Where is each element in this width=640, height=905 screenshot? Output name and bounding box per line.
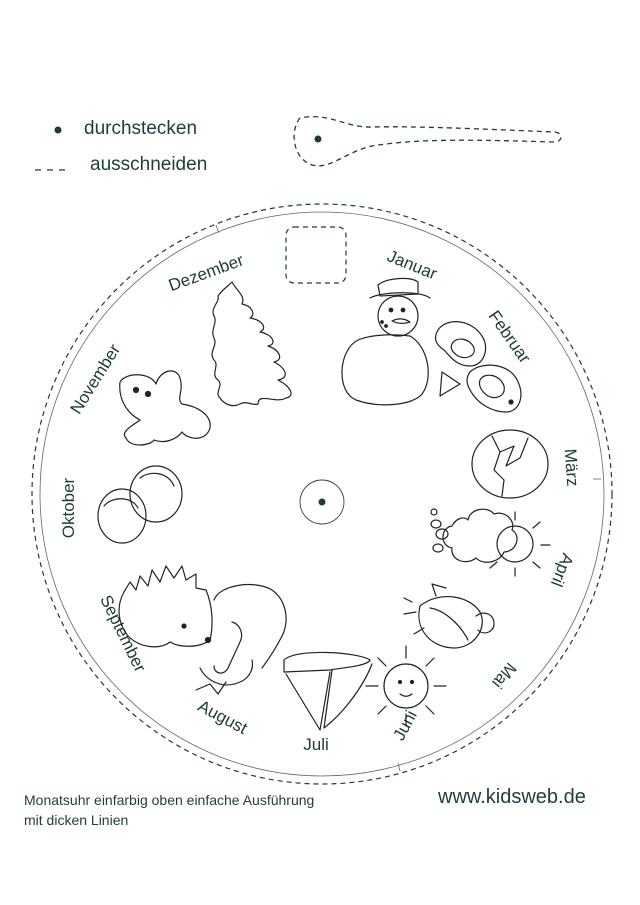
month-label-7: Juli [303,735,329,754]
christmas-tree-icon [211,281,292,407]
clock-hand-cutout [293,116,562,167]
month-label-5: Mai [488,659,520,692]
month-label-8: August [195,696,251,738]
footer-description: Monatsuhr einfarbig oben einfache Ausfüh… [24,790,314,830]
month-label-10: Oktober [59,477,78,538]
month-label-4: April [547,551,577,590]
legend-dot-icon [54,126,62,134]
month-label-12: Dezember [166,250,247,295]
center-dot-icon [318,498,326,506]
april-weather-icon [430,508,551,577]
june-sun-icon [365,645,447,727]
window-cutout [285,226,347,284]
chestnut-icon [97,465,183,544]
cracked-egg-icon [471,429,549,499]
rim-ticks [215,224,601,772]
clock-cut-circle [31,203,613,785]
august-figure-icon [195,583,287,695]
snowman-icon [341,277,431,406]
hand-pivot-dot-icon [314,135,322,143]
footer-line-1: Monatsuhr einfarbig oben einfache Ausfüh… [24,792,315,808]
month-label-11: November [67,341,125,418]
clock-face-border [39,211,605,777]
hedgehog-icon [118,565,213,648]
month-label-1: Januar [384,246,440,283]
sailboat-icon [283,651,373,731]
month-label-6: Juni [389,707,420,743]
legend-cut-label: ausschneiden [90,154,208,175]
month-label-2: Februar [485,307,535,367]
footer-line-2: mit dicken Linien [24,812,129,828]
month-label-9: September [96,592,150,675]
month-label-3: März [561,448,583,487]
site-url[interactable]: www.kidsweb.de [438,786,586,808]
ghost-icon [119,370,211,446]
center-ring [299,479,345,525]
legend-dot-label: durchstecken [84,118,198,139]
may-beetle-icon [403,583,495,649]
carnival-mask-icon [434,321,522,413]
